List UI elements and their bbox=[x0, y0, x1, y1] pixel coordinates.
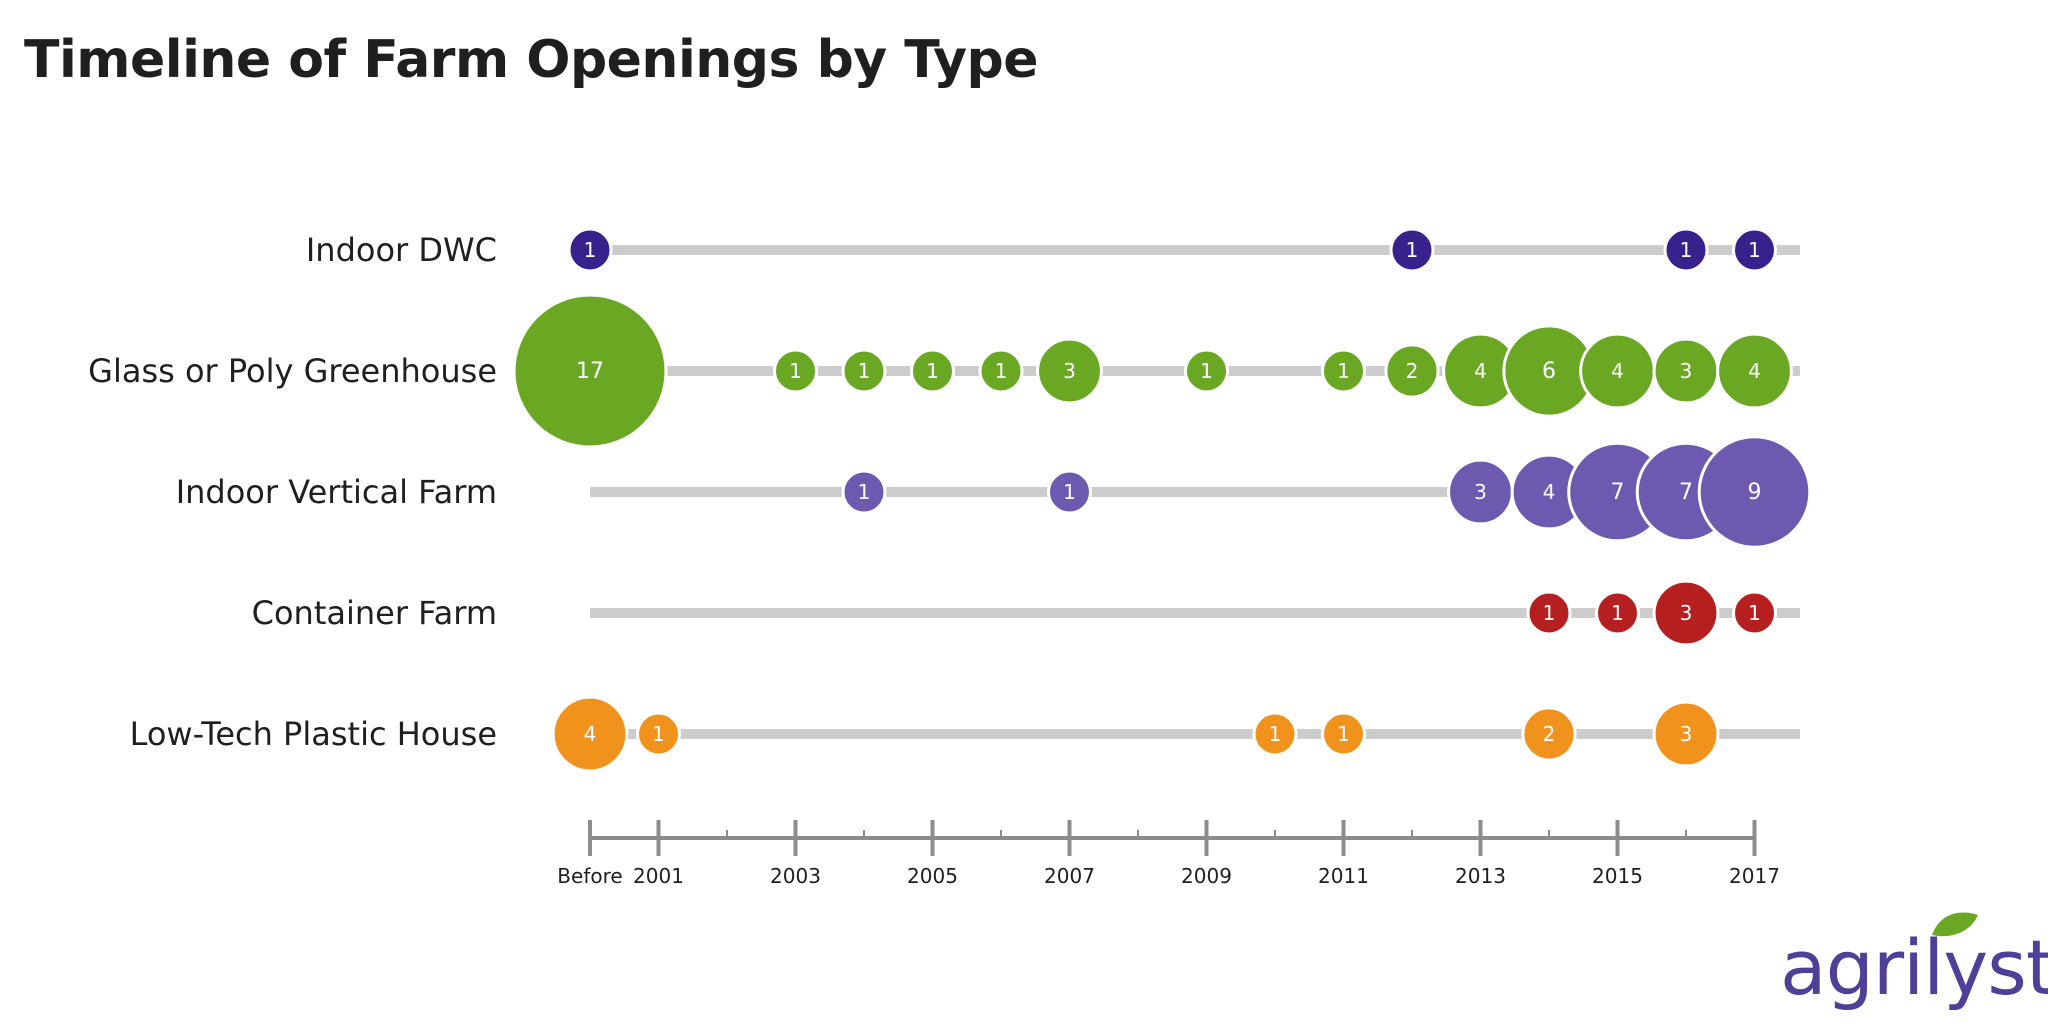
bubble-label-indoor-vertical-farm-2004: 1 bbox=[858, 480, 871, 504]
bubble-label-container-farm-2016: 3 bbox=[1680, 601, 1693, 625]
bubble-label-indoor-vertical-farm-2013: 3 bbox=[1474, 480, 1487, 504]
bubble-label-low-tech-plastic-house-2011: 1 bbox=[1337, 722, 1350, 746]
bubble-label-indoor-vertical-farm-2017: 9 bbox=[1748, 480, 1762, 505]
bubble-label-glass-or-poly-greenhouse-Before: 17 bbox=[576, 359, 604, 384]
bubble-indoor-dwc-2017 bbox=[1732, 227, 1777, 273]
bubble-label-glass-or-poly-greenhouse-2014: 6 bbox=[1542, 359, 1556, 384]
bubble-low-tech-plastic-house-2010 bbox=[1252, 711, 1298, 757]
x-tick-label: 2013 bbox=[1455, 864, 1506, 888]
x-tick-label: 2009 bbox=[1181, 864, 1232, 888]
bubble-label-glass-or-poly-greenhouse-2017: 4 bbox=[1748, 359, 1761, 383]
bubble-label-low-tech-plastic-house-Before: 4 bbox=[584, 722, 597, 746]
row-label-glass-or-poly-greenhouse: Glass or Poly Greenhouse bbox=[88, 352, 497, 390]
bubble-label-glass-or-poly-greenhouse-2005: 1 bbox=[926, 359, 939, 383]
bubble-indoor-vertical-farm-2007 bbox=[1047, 469, 1092, 515]
bubble-label-indoor-dwc-2012: 1 bbox=[1406, 238, 1419, 262]
bubble-indoor-vertical-farm-2004 bbox=[841, 469, 887, 515]
bubble-low-tech-plastic-house-2001 bbox=[636, 711, 681, 757]
bubble-glass-or-poly-greenhouse-2007 bbox=[1036, 337, 1103, 405]
x-tick-label: 2005 bbox=[907, 864, 958, 888]
bubble-indoor-dwc-2016 bbox=[1663, 227, 1709, 273]
bubble-indoor-dwc-Before bbox=[567, 227, 613, 273]
x-tick-label: 2007 bbox=[1044, 864, 1095, 888]
x-tick-label: Before bbox=[557, 864, 622, 888]
bubble-label-glass-or-poly-greenhouse-2015: 4 bbox=[1611, 359, 1624, 383]
bubble-label-low-tech-plastic-house-2010: 1 bbox=[1269, 722, 1282, 746]
bubble-indoor-dwc-2012 bbox=[1389, 227, 1435, 273]
bubble-glass-or-poly-greenhouse-2011 bbox=[1321, 348, 1366, 394]
bubble-label-glass-or-poly-greenhouse-2012: 2 bbox=[1406, 359, 1419, 383]
bubble-indoor-vertical-farm-2017 bbox=[1697, 435, 1812, 549]
bubble-glass-or-poly-greenhouse-2012 bbox=[1384, 343, 1440, 399]
bubble-label-glass-or-poly-greenhouse-2007: 3 bbox=[1063, 359, 1076, 383]
row-label-indoor-dwc: Indoor DWC bbox=[306, 231, 497, 269]
x-tick-label: 2015 bbox=[1592, 864, 1643, 888]
bubble-label-indoor-vertical-farm-2014: 4 bbox=[1543, 480, 1556, 504]
bubble-container-farm-2014 bbox=[1526, 590, 1572, 636]
agrilyst-logo: agrilyst bbox=[1780, 905, 2048, 1015]
bubble-label-indoor-vertical-farm-2015: 7 bbox=[1611, 480, 1625, 505]
bubble-label-low-tech-plastic-house-2016: 3 bbox=[1680, 722, 1693, 746]
bubble-label-container-farm-2014: 1 bbox=[1543, 601, 1556, 625]
bubble-label-glass-or-poly-greenhouse-2006: 1 bbox=[995, 359, 1008, 383]
x-tick-label: 2003 bbox=[770, 864, 821, 888]
bubble-label-glass-or-poly-greenhouse-2004: 1 bbox=[858, 359, 871, 383]
bubble-glass-or-poly-greenhouse-2003 bbox=[773, 348, 818, 394]
bubble-label-glass-or-poly-greenhouse-2003: 1 bbox=[789, 359, 802, 383]
row-label-container-farm: Container Farm bbox=[252, 594, 497, 632]
bubble-low-tech-plastic-house-Before bbox=[551, 695, 629, 773]
bubble-low-tech-plastic-house-2016 bbox=[1652, 700, 1720, 768]
bubble-glass-or-poly-greenhouse-2005 bbox=[910, 348, 955, 394]
chart-title: Timeline of Farm Openings by Type bbox=[24, 30, 1038, 90]
bubble-label-glass-or-poly-greenhouse-2009: 1 bbox=[1200, 359, 1213, 383]
bubble-container-farm-2015 bbox=[1595, 590, 1640, 636]
bubble-glass-or-poly-greenhouse-2017 bbox=[1716, 332, 1793, 410]
bubble-glass-or-poly-greenhouse-Before bbox=[512, 293, 668, 449]
logo-text: agrilyst bbox=[1780, 923, 2048, 1012]
bubble-label-indoor-dwc-2017: 1 bbox=[1748, 238, 1761, 262]
row-label-low-tech-plastic-house: Low-Tech Plastic House bbox=[130, 715, 497, 753]
bubble-low-tech-plastic-house-2014 bbox=[1521, 706, 1577, 762]
bubble-glass-or-poly-greenhouse-2009 bbox=[1184, 348, 1229, 394]
bubble-label-indoor-dwc-Before: 1 bbox=[584, 238, 597, 262]
x-tick-label: 2017 bbox=[1729, 864, 1780, 888]
x-tick-label: 2001 bbox=[633, 864, 684, 888]
bubble-label-container-farm-2017: 1 bbox=[1748, 601, 1761, 625]
row-labels: Indoor DWC Glass or Poly GreenhouseIndoor… bbox=[88, 231, 497, 753]
bubble-container-farm-2017 bbox=[1732, 590, 1777, 636]
bubble-label-indoor-vertical-farm-2016: 7 bbox=[1679, 480, 1693, 505]
bubble-label-glass-or-poly-greenhouse-2011: 1 bbox=[1337, 359, 1350, 383]
x-axis: Before 2001 2003 2005 2007 2009 2011 2013 2015 20… bbox=[557, 820, 1780, 888]
leaf-icon bbox=[1932, 912, 1978, 937]
bubble-glass-or-poly-greenhouse-2006 bbox=[978, 348, 1024, 394]
bubble-glass-or-poly-greenhouse-2004 bbox=[841, 348, 887, 394]
bubble-label-low-tech-plastic-house-2014: 2 bbox=[1543, 722, 1556, 746]
row-label-indoor-vertical-farm: Indoor Vertical Farm bbox=[176, 473, 497, 511]
bubble-label-glass-or-poly-greenhouse-2016: 3 bbox=[1680, 359, 1693, 383]
bubble-low-tech-plastic-house-2011 bbox=[1321, 711, 1366, 757]
bubble-label-container-farm-2015: 1 bbox=[1611, 601, 1624, 625]
bubble-label-low-tech-plastic-house-2001: 1 bbox=[652, 722, 665, 746]
bubble-label-indoor-dwc-2016: 1 bbox=[1680, 238, 1693, 262]
bubble-label-indoor-vertical-farm-2007: 1 bbox=[1063, 480, 1076, 504]
bubble-label-glass-or-poly-greenhouse-2013: 4 bbox=[1474, 359, 1487, 383]
bubble-container-farm-2016 bbox=[1652, 579, 1720, 647]
x-tick-label: 2011 bbox=[1318, 864, 1369, 888]
